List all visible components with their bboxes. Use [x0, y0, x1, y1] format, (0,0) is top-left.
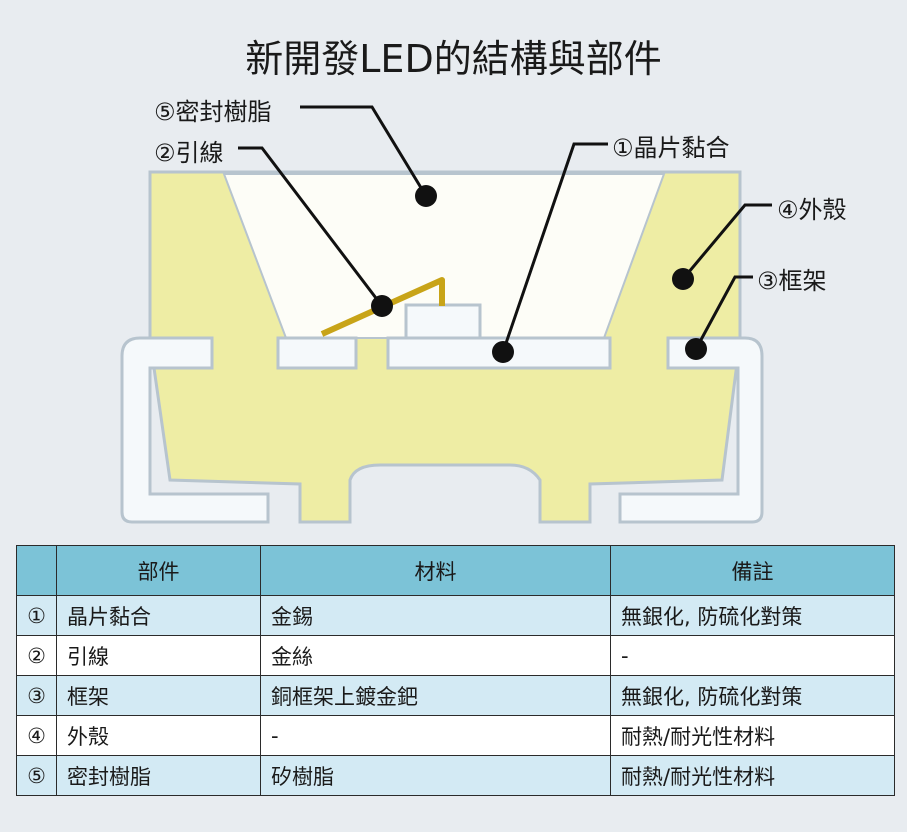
dot-wire: [371, 295, 393, 317]
pad-left: [276, 336, 358, 370]
parts-table: 部件 材料 備註 ① 晶片黏合 金錫 無銀化, 防硫化對策 ② 引線 金絲 - …: [16, 545, 895, 796]
leader-lines: [238, 105, 772, 353]
row-note: 耐熱/耐光性材料: [610, 755, 895, 796]
header-material: 材料: [260, 545, 611, 596]
row-part: 引線: [56, 635, 261, 676]
row-material: 金錫: [260, 595, 611, 636]
row-note: 耐熱/耐光性材料: [610, 715, 895, 756]
callout-lead-frame: ③框架: [757, 267, 827, 295]
row-note: 無銀化, 防硫化對策: [610, 675, 895, 716]
row-index: ③: [16, 675, 57, 716]
row-part: 外殼: [56, 715, 261, 756]
dot-housing: [672, 268, 694, 290]
row-part: 晶片黏合: [56, 595, 261, 636]
table-row: ④ 外殼 - 耐熱/耐光性材料: [16, 715, 895, 756]
table-row: ① 晶片黏合 金錫 無銀化, 防硫化對策: [16, 595, 895, 636]
row-material: 矽樹脂: [260, 755, 611, 796]
table-row: ⑤ 密封樹脂 矽樹脂 耐熱/耐光性材料: [16, 755, 895, 796]
dot-lead-frame: [685, 338, 707, 360]
leader-dots: [371, 185, 707, 363]
callout-wire: ②引線: [154, 139, 224, 167]
lead-frame-right: [618, 336, 764, 524]
header-part: 部件: [56, 545, 261, 596]
row-material: 金絲: [260, 635, 611, 676]
row-part: 密封樹脂: [56, 755, 261, 796]
row-index: ④: [16, 715, 57, 756]
page-title: 新開發LED的結構與部件: [245, 37, 662, 81]
header-index: [16, 545, 57, 596]
header-note: 備註: [610, 545, 895, 596]
table-row: ② 引線 金絲 -: [16, 635, 895, 676]
callout-housing: ④外殼: [777, 196, 847, 224]
bond-wire: [320, 277, 445, 337]
lead-frame-left: [120, 336, 270, 524]
row-note: -: [610, 635, 895, 676]
row-part: 框架: [56, 675, 261, 716]
led-structure-diagram: [120, 105, 772, 524]
callout-die-bond: ①晶片黏合: [612, 134, 730, 162]
table-row: ③ 框架 銅框架上鍍金鈀 無銀化, 防硫化對策: [16, 675, 895, 716]
row-index: ①: [16, 595, 57, 636]
dot-die-bond: [492, 341, 514, 363]
row-index: ⑤: [16, 755, 57, 796]
row-material: 銅框架上鍍金鈀: [260, 675, 611, 716]
row-material: -: [260, 715, 611, 756]
row-note: 無銀化, 防硫化對策: [610, 595, 895, 636]
table-header-row: 部件 材料 備註: [16, 545, 895, 596]
callout-encapsulant: ⑤密封樹脂: [154, 98, 272, 126]
row-index: ②: [16, 635, 57, 676]
led-chip: [404, 303, 482, 340]
dot-encapsulant: [415, 185, 437, 207]
